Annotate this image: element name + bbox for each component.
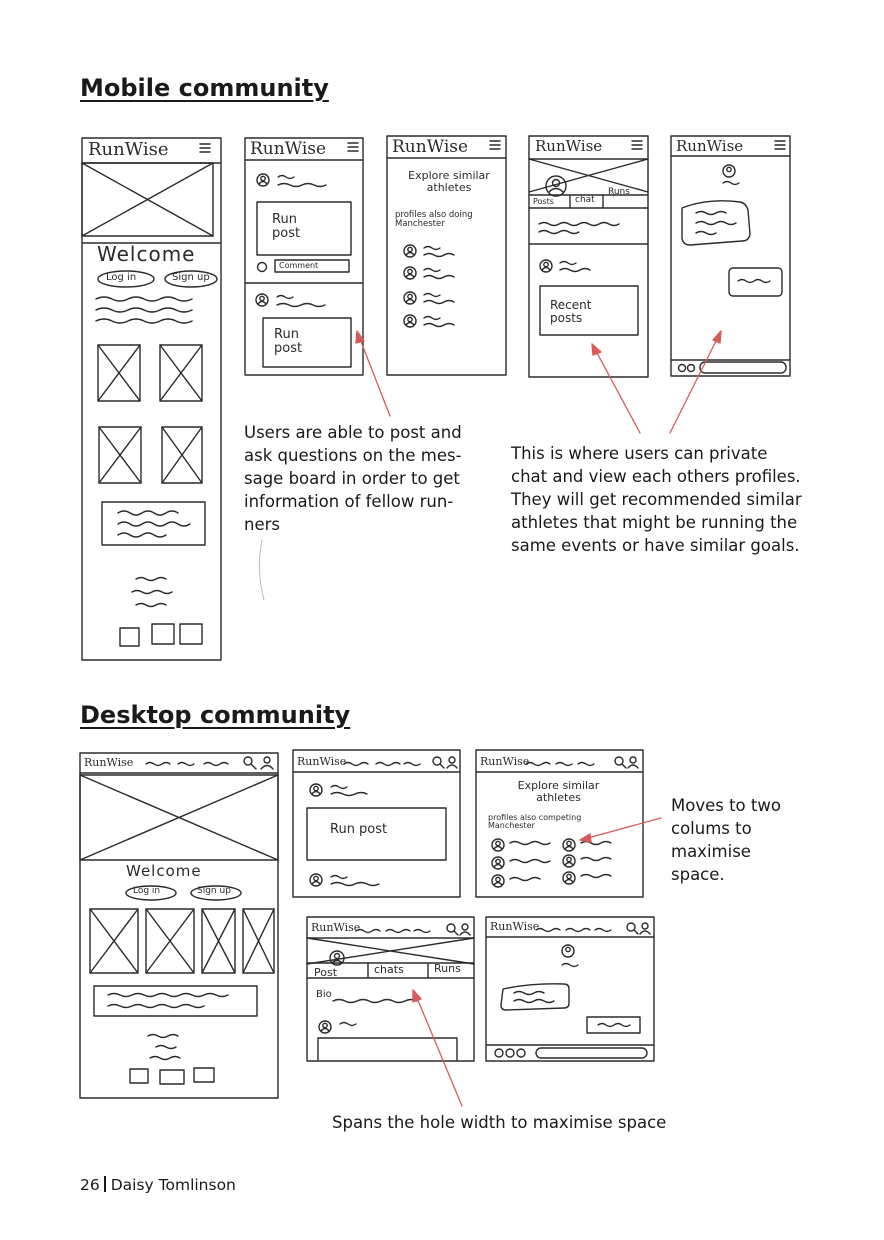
desktop-posts-logo: RunWise bbox=[297, 755, 347, 768]
mobile-comment-field: Comment bbox=[279, 261, 319, 270]
mobile-recent-posts: Recent posts bbox=[550, 298, 592, 325]
desktop-profile-frame bbox=[306, 916, 475, 1062]
desktop-profile-logo: RunWise bbox=[311, 921, 361, 934]
mobile-run-post-2: Run post bbox=[274, 327, 303, 356]
mobile-posts-logo: RunWise bbox=[250, 139, 327, 159]
mobile-welcome-frame bbox=[81, 137, 222, 661]
mobile-posts-frame bbox=[244, 137, 364, 376]
desktop-bio-label: Bio bbox=[316, 989, 332, 1000]
desktop-tab-runs: Runs bbox=[434, 962, 461, 975]
annotation-span: Spans the hole width to maximise space bbox=[332, 1113, 667, 1132]
annotation-chat: This is where users can private chat and… bbox=[511, 444, 802, 555]
footer-divider bbox=[103, 1176, 106, 1192]
desktop-explore-logo: RunWise bbox=[480, 755, 530, 768]
mobile-tab-chat: chat bbox=[575, 195, 595, 205]
mobile-chat-logo: RunWise bbox=[676, 137, 744, 155]
annotation-arrows bbox=[355, 330, 722, 1107]
desktop-welcome-title: Welcome bbox=[126, 862, 202, 880]
desktop-explore-title: Explore similar athletes bbox=[517, 779, 600, 804]
desktop-community-heading: Desktop community bbox=[80, 701, 351, 729]
desktop-tab-post: Post bbox=[314, 966, 338, 979]
mobile-explore-title: Explore similar athletes bbox=[408, 169, 490, 194]
mobile-signup-button: Sign up bbox=[172, 272, 210, 283]
desktop-login-button: Log in bbox=[133, 886, 161, 896]
mobile-welcome-title: Welcome bbox=[97, 242, 196, 266]
desktop-welcome-logo: RunWise bbox=[84, 756, 134, 769]
desktop-tab-chats: chats bbox=[374, 963, 404, 976]
page-footer: 26 Daisy Tomlinson bbox=[80, 1176, 236, 1194]
desktop-profiles-label: profiles also competing Manchester bbox=[488, 813, 582, 831]
mobile-chat-frame bbox=[670, 135, 791, 377]
desktop-run-post: Run post bbox=[330, 822, 388, 837]
mobile-profile-logo: RunWise bbox=[535, 137, 603, 155]
desktop-posts-frame bbox=[292, 749, 461, 898]
page-number: 26 bbox=[80, 1176, 100, 1194]
mobile-profile-frame bbox=[528, 135, 649, 378]
desktop-welcome-frame bbox=[79, 752, 279, 1099]
mobile-explore-frame bbox=[386, 135, 507, 376]
mobile-profiles-label: profiles also doing Manchester bbox=[395, 210, 473, 229]
mobile-tab-runs: Runs bbox=[608, 187, 630, 197]
mobile-explore-logo: RunWise bbox=[392, 137, 469, 157]
desktop-signup-button: Sign up bbox=[197, 886, 231, 896]
mobile-community-heading: Mobile community bbox=[80, 74, 329, 102]
author-name: Daisy Tomlinson bbox=[110, 1176, 236, 1194]
annotation-columns: Moves to two colums to maximise space. bbox=[671, 796, 781, 884]
mobile-run-post-1: Run post bbox=[272, 212, 301, 241]
desktop-chat-logo: RunWise bbox=[490, 920, 540, 933]
mobile-welcome-logo: RunWise bbox=[88, 139, 169, 160]
mobile-login-button: Log in bbox=[106, 272, 137, 283]
annotation-post: Users are able to post and ask questions… bbox=[244, 423, 462, 534]
desktop-chat-frame bbox=[485, 916, 655, 1062]
mobile-tab-posts: Posts bbox=[533, 197, 554, 206]
